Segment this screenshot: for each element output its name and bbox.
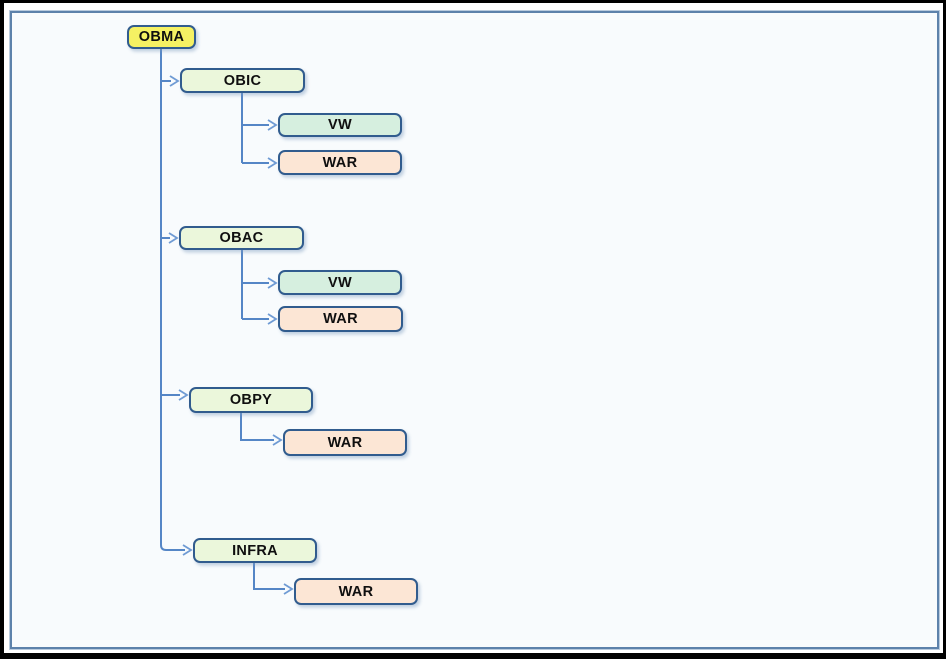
node-obac: OBAC: [179, 226, 304, 250]
node-obpy: OBPY: [189, 387, 313, 413]
arrowhead-obic-icon: [169, 75, 180, 87]
node-obic-vw: VW: [278, 113, 402, 137]
node-infra: INFRA: [193, 538, 317, 563]
arrowhead-obac-icon: [168, 232, 179, 244]
arrowhead-infra-war-icon: [283, 583, 294, 595]
arrowhead-obic-war-icon: [267, 157, 278, 169]
node-infra-war: WAR: [294, 578, 418, 605]
node-obic-war: WAR: [278, 150, 402, 175]
arrowhead-obpy-war-icon: [272, 434, 283, 446]
arrowhead-obic-vw-icon: [267, 119, 278, 131]
arrowhead-obac-vw-icon: [267, 277, 278, 289]
node-obma: OBMA: [127, 25, 196, 49]
edge-obma-trunk: [160, 49, 185, 551]
inner-frame-border: [10, 11, 939, 649]
arrowhead-obac-war-icon: [267, 313, 278, 325]
node-obac-war: WAR: [278, 306, 403, 332]
edge-infra-war: [253, 563, 285, 590]
arrowhead-infra-icon: [182, 544, 193, 556]
arrowhead-obpy-icon: [178, 389, 189, 401]
node-obpy-war: WAR: [283, 429, 407, 456]
node-obac-vw: VW: [278, 270, 402, 295]
node-obic: OBIC: [180, 68, 305, 93]
edge-obpy-war: [240, 413, 274, 441]
